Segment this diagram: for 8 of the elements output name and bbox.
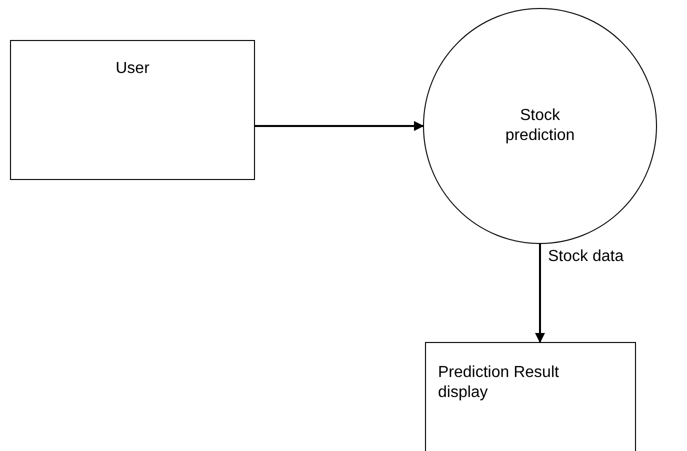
process-circle	[423, 8, 657, 244]
arrow	[255, 121, 424, 131]
entity-box	[425, 342, 636, 451]
node-label: Prediction Result display	[438, 363, 560, 403]
node-label: Stock prediction	[504, 106, 576, 146]
arrow	[535, 244, 545, 343]
node-label: User	[116, 59, 150, 79]
entity-box	[10, 40, 255, 180]
